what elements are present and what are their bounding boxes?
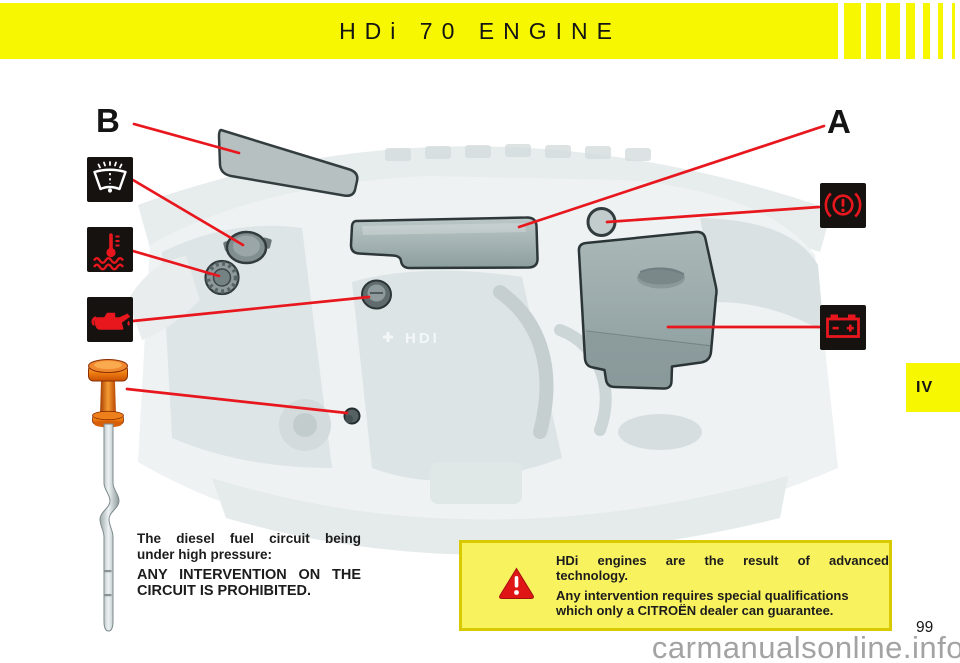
fuel-warning-line: CIRCUIT IS PROHIBITED. bbox=[137, 583, 312, 599]
header-stripe bbox=[923, 3, 930, 59]
header-stripe bbox=[906, 3, 915, 59]
battery-icon bbox=[820, 305, 866, 350]
page-title: HDi 70 ENGINE bbox=[339, 18, 621, 44]
hdi-warning-text: HDi engines are the result of advanced t… bbox=[556, 553, 889, 618]
watermark: carmanualsonline.info bbox=[651, 630, 960, 663]
callout-line-b bbox=[132, 122, 241, 155]
header-bar bbox=[0, 3, 838, 59]
hdi-warning-line: Any intervention requires special qualif… bbox=[556, 588, 849, 603]
callout-line-washer bbox=[131, 178, 245, 247]
engine-bay-art bbox=[128, 144, 838, 555]
callout-letter-a: A bbox=[827, 103, 851, 140]
header-stripe bbox=[938, 3, 943, 59]
washer-reservoir-cover bbox=[217, 128, 359, 197]
fuel-warning-line: ANY INTERVENTION ON THE bbox=[137, 567, 361, 583]
callout-line-oil bbox=[131, 295, 371, 323]
header-stripe bbox=[886, 3, 900, 59]
dipstick-tube bbox=[343, 407, 361, 425]
coolant-cap bbox=[204, 259, 240, 296]
hdi-warning-line: which only a CITROËN dealer can guarante… bbox=[556, 603, 834, 618]
callout-letter-b: B bbox=[96, 102, 120, 139]
fuel-warning-line: under high pressure: bbox=[137, 546, 273, 562]
hdi-warning-box: HDi engines are the result of advanced t… bbox=[459, 540, 892, 631]
header-stripe bbox=[952, 3, 955, 59]
section-tab: IV bbox=[906, 363, 960, 412]
windscreen-washer-icon bbox=[87, 157, 133, 202]
callout-line-coolant bbox=[131, 249, 221, 278]
engine-cover bbox=[349, 216, 539, 270]
callout-line-brake bbox=[605, 205, 821, 224]
coolant-temperature-icon bbox=[87, 227, 133, 272]
hdi-warning-line: HDi engines are the result of advanced bbox=[556, 553, 889, 568]
engine-block-branding: HDI bbox=[383, 330, 440, 347]
hdi-warning-line: technology. bbox=[556, 568, 628, 583]
callout-line-dipstick bbox=[125, 387, 349, 415]
battery-cover bbox=[577, 230, 718, 390]
fuel-warning-line: The diesel fuel circuit being bbox=[137, 531, 361, 546]
oil-filler-cap bbox=[361, 279, 392, 310]
oil-dipstick bbox=[88, 359, 128, 632]
callout-lines bbox=[125, 122, 826, 415]
header-stripe bbox=[844, 3, 861, 59]
warning-triangle-icon bbox=[498, 566, 535, 605]
header-stripe bbox=[866, 3, 881, 59]
fuel-warning-text: The diesel fuel circuit being under high… bbox=[137, 531, 361, 599]
page-number: 99 bbox=[916, 619, 934, 636]
callout-line-a bbox=[517, 124, 826, 229]
engine-cover-label: HDI bbox=[405, 330, 440, 347]
engine-oil-icon bbox=[87, 297, 133, 342]
brake-warning-icon bbox=[820, 183, 866, 228]
